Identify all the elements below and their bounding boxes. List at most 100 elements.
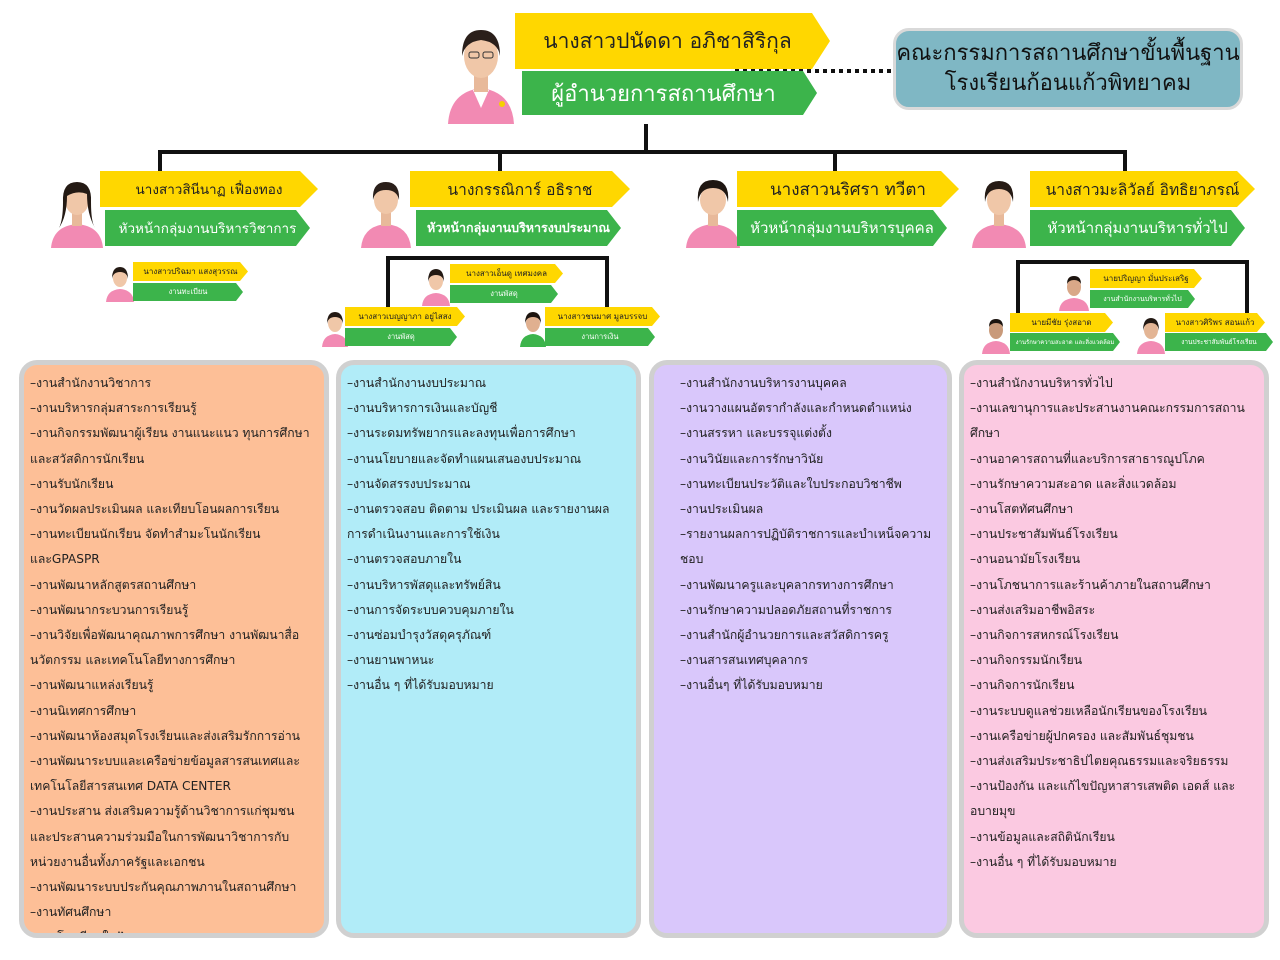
- task-item: –งานพัฒนาห้องสมุดโรงเรียนและส่งเสริมรักก…: [30, 728, 300, 743]
- task-item: –งานสรรหา และบรรจุแต่งตั้ง: [680, 426, 832, 441]
- staff-budget-2-role: งานพัสดุ: [387, 332, 415, 341]
- staff-general-2-role: งานรักษาความสะอาด และสิ่งแวดล้อม: [1015, 339, 1115, 346]
- staff-budget-2-role-banner: งานพัสดุ: [345, 328, 457, 346]
- director-name-banner: นางสาวปนัดดา อภิชาสิริกุล: [515, 13, 830, 69]
- staff-general-1-photo: [1057, 269, 1091, 311]
- task-item: –งานกิจกรรมพัฒนาผู้เรียน งานแนะแนว ทุนกา…: [30, 426, 310, 466]
- budget-task-list: –งานสำนักงานงบประมาณ–งานบริหารการเงินและ…: [347, 371, 628, 699]
- staff-budget-1-photo: [420, 264, 452, 306]
- staff-budget-3-name-banner: นางสาวชนมาศ มูลบรรจบ: [545, 307, 660, 326]
- staff-general-1-role-banner: งานสำนักงานบริหารทั่วไป: [1090, 290, 1195, 308]
- task-item: –งานสำนักงานบริหารทั่วไป: [970, 376, 1113, 390]
- staff-budget-1-name: นางสาวเอ็นดู เทศมงคล: [466, 269, 547, 278]
- staff-budget-3-role: งานการเงิน: [581, 332, 619, 341]
- head-budget-name-banner: นางกรรณิการ์ อธิราช: [410, 171, 630, 207]
- task-item: –งานรักษาความสะอาด และสิ่งแวดล้อม: [970, 476, 1177, 491]
- board-title-line2: โรงเรียนก้อนแก้วพิทยาคม: [944, 71, 1192, 96]
- task-item: –งานรับนักเรียน: [30, 476, 114, 491]
- budget-tasks-panel: –งานสำนักงานงบประมาณ–งานบริหารการเงินและ…: [336, 360, 641, 938]
- head-personnel-name-banner: นางสาวนริศรา ทวีตา: [737, 171, 959, 207]
- staff-general-2-role-banner: งานรักษาความสะอาด และสิ่งแวดล้อม: [1010, 333, 1120, 351]
- head-personnel-role-banner: หัวหน้ากลุ่มงานบริหารบุคคล: [737, 210, 947, 246]
- task-item: –งานวางแผนอัตรากำลังและกำหนดตำแหน่ง: [680, 401, 912, 416]
- staff-general-2-photo: [980, 312, 1012, 354]
- task-item: –งานตรวจสอบ ติดตาม ประเมินผล และรายงานผล…: [347, 502, 610, 542]
- head-general-role-banner: หัวหน้ากลุ่มงานบริหารทั่วไป: [1030, 210, 1245, 246]
- task-item: –งานสารสนเทศบุคลากร: [680, 653, 808, 668]
- task-item: –งานนิเทศการศึกษา: [30, 703, 137, 718]
- task-item: –งานสำนักงานวิชาการ: [30, 376, 152, 390]
- staff-academic-1-role-banner: งานทะเบียน: [133, 283, 243, 301]
- director-photo: [440, 12, 522, 124]
- task-item: –งานอื่นๆ ที่ได้รับมอบหมาย: [680, 678, 823, 693]
- task-item: –งานกิจการสหกรณ์โรงเรียน: [970, 628, 1119, 643]
- head-budget-photo: [357, 172, 415, 248]
- task-item: –งานประเมินผล: [680, 502, 764, 517]
- task-item: –งานทะเบียนประวัติและใบประกอบวิชาชีพ: [680, 476, 902, 491]
- task-item: –งานป้องกัน และแก้ไขปัญหาสารเสพติด เอดส์…: [970, 779, 1236, 819]
- task-item: –งานบริหารพัสดุและทรัพย์สิน: [347, 577, 501, 592]
- task-item: –งานข้อมูลและสถิตินักเรียน: [970, 829, 1115, 844]
- task-item: –งานส่งเสริมประชาธิปไตยคุณธรรมและจริยธรร…: [970, 754, 1229, 769]
- task-item: –งานบริหารการเงินและบัญชี: [347, 401, 498, 416]
- task-item: –งานระบบดูแลช่วยเหลือนักเรียนของโรงเรียน: [970, 703, 1207, 718]
- staff-general-2-name: นายมีชัย รุ่งสอาด: [1031, 318, 1092, 327]
- task-item: –งานยานพาหนะ: [347, 653, 435, 668]
- task-item: –งานเลขานุการและประสานงานคณะกรรมการสถานศ…: [970, 401, 1245, 441]
- task-item: –งานประสาน ส่งเสริมความรู้ด้านวิชาการแก่…: [30, 804, 295, 869]
- task-item: –งานรักษาความปลอดภัยสถานที่ราชการ: [680, 602, 892, 617]
- head-general-photo: [968, 172, 1030, 248]
- task-item: –งานพัฒนาแหล่งเรียนรู้: [30, 678, 154, 693]
- task-item: –งานอาคารสถานที่และบริการสาธารณูปโภค: [970, 451, 1205, 466]
- task-item: –งานพัฒนาหลักสูตรสถานศึกษา: [30, 577, 197, 592]
- task-item: –งานทะเบียนนักเรียน จัดทำสำมะโนนักเรียนแ…: [30, 527, 261, 567]
- staff-general-3-name-banner: นางสาวศิริพร สอนแก้ว: [1165, 313, 1265, 332]
- head-budget-name: นางกรรณิการ์ อธิราช: [447, 180, 593, 199]
- personnel-task-list: –งานสำนักงานบริหารงานบุคคล–งานวางแผนอัตร…: [680, 371, 939, 699]
- staff-budget-3-name: นางสาวชนมาศ มูลบรรจบ: [557, 312, 648, 321]
- task-item: –งานโรงเรียนในฝัน: [30, 930, 133, 938]
- academic-tasks-panel: –งานสำนักงานวิชาการ–งานบริหารกลุ่มสาระกา…: [19, 360, 329, 938]
- task-item: –งานสำนักผู้อำนวยการและสวัสดิการครู: [680, 628, 889, 643]
- task-item: –งานกิจการนักเรียน: [970, 678, 1075, 693]
- head-personnel-photo: [682, 172, 744, 248]
- academic-task-list: –งานสำนักงานวิชาการ–งานบริหารกลุ่มสาระกา…: [30, 371, 316, 938]
- staff-general-1-role: งานสำนักงานบริหารทั่วไป: [1103, 294, 1182, 303]
- director-name: นางสาวปนัดดา อภิชาสิริกุล: [543, 28, 792, 53]
- task-item: –งานพัฒนาครูและบุคลากรทางการศึกษา: [680, 577, 894, 592]
- staff-budget-2-name: นางสาวเบญญาภา อยู่ไสสง: [358, 312, 452, 321]
- task-item: –งานอนามัยโรงเรียน: [970, 552, 1081, 567]
- task-item: –งานพัฒนาระบบประกันคุณภาพภานในสถานศึกษา: [30, 880, 297, 895]
- task-item: –งานจัดสรรงบประมาณ: [347, 476, 471, 491]
- staff-general-3-name: นางสาวศิริพร สอนแก้ว: [1175, 318, 1255, 327]
- task-item: –งานวิจัยเพื่อพัฒนาคุณภาพการศึกษา งานพัฒ…: [30, 628, 300, 668]
- staff-general-1-name-banner: นายปริญญา มั่นประเสริฐ: [1090, 269, 1202, 288]
- staff-budget-3-photo: [518, 307, 548, 347]
- head-budget-role: หัวหน้ากลุ่มงานบริหารงบประมาณ: [426, 220, 611, 235]
- task-item: –งานพัฒนาระบบและเครือข่ายข้อมูลสารสนเทศแ…: [30, 754, 300, 794]
- staff-academic-1-role: งานทะเบียน: [168, 287, 208, 296]
- staff-budget-1-name-banner: นางสาวเอ็นดู เทศมงคล: [450, 264, 563, 283]
- general-task-list: –งานสำนักงานบริหารทั่วไป –งานเลขานุการและ…: [970, 371, 1256, 875]
- task-item: –งานโภชนาการและร้านค้าภายในสถานศึกษา: [970, 577, 1211, 592]
- task-item: –งานนโยบายและจัดทำแผนเสนองบประมาณ: [347, 451, 582, 466]
- task-item: –งานวัดผลประเมินผล และเทียบโอนผลการเรียน: [30, 502, 280, 517]
- general-tasks-panel: –งานสำนักงานบริหารทั่วไป –งานเลขานุการและ…: [959, 360, 1269, 938]
- task-item: –งานอื่น ๆ ที่ได้รับมอบหมาย: [347, 678, 494, 693]
- head-budget-role-banner: หัวหน้ากลุ่มงานบริหารงบประมาณ: [416, 210, 621, 246]
- personnel-tasks-panel: –งานสำนักงานบริหารงานบุคคล–งานวางแผนอัตร…: [649, 360, 952, 938]
- head-academic-name: นางสาวสินีนาฏ เฟื่องทอง: [135, 182, 283, 198]
- head-general-role: หัวหน้ากลุ่มงานบริหารทั่วไป: [1047, 219, 1228, 237]
- staff-general-2-name-banner: นายมีชัย รุ่งสอาด: [1010, 313, 1113, 332]
- task-item: –งานโสตทัศนศึกษา: [970, 502, 1074, 517]
- board-title-line1: คณะกรรมการสถานศึกษาขั้นพื้นฐาน: [896, 41, 1240, 67]
- head-personnel-name: นางสาวนริศรา ทวีตา: [770, 179, 926, 200]
- head-academic-name-banner: นางสาวสินีนาฏ เฟื่องทอง: [100, 171, 318, 207]
- task-item: –รายงานผลการปฏิบัติราชการและบำเหน็จความช…: [680, 527, 932, 567]
- task-item: –งานระดมทรัพยากรและลงทุนเพื่อการศึกษา: [347, 426, 576, 441]
- head-general-name-banner: นางสาวมะลิวัลย์ อิทธิยาภรณ์: [1030, 171, 1255, 207]
- task-item: –งานอื่น ๆ ที่ได้รับมอบหมาย: [970, 854, 1117, 869]
- task-item: –งานทัศนศึกษา: [30, 905, 112, 920]
- task-item: –งานเครือข่ายผู้ปกครอง และสัมพันธ์ชุมชน: [970, 728, 1194, 743]
- task-item: –งานตรวจสอบภายใน: [347, 552, 462, 567]
